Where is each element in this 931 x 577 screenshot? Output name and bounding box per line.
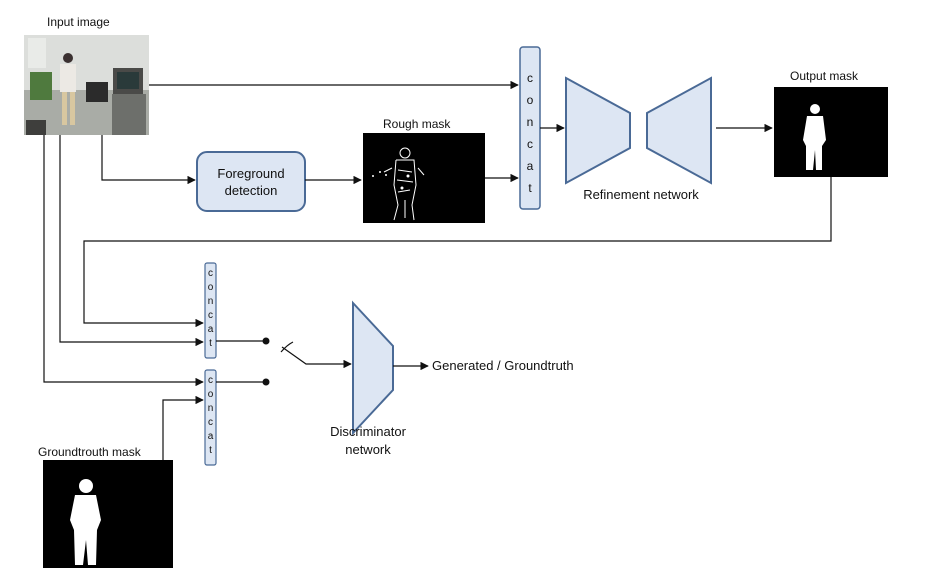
concat-bot-letter: t [209,445,212,456]
refinement-decoder [646,76,712,185]
concat-block-top: c o n c a t [519,46,541,210]
rough-mask-image [363,133,485,223]
concat-bot-letter: a [208,431,214,442]
concat-top-letter: n [527,115,534,129]
refinement-network: Refinement network [565,76,712,202]
rough-mask-label: Rough mask [383,117,451,131]
connections [43,80,832,460]
input-image [24,35,149,135]
output-mask-label: Output mask [790,69,859,83]
switch-terminal-top [262,337,270,345]
groundtruth-mask-image [43,460,173,568]
concat-mid-letter: a [208,324,214,335]
concat-top-letter: a [527,159,534,173]
output-mask-image [774,87,888,177]
concat-bot-letter: c [208,417,213,428]
discriminator-network: Discriminator network [330,300,407,457]
switch-lever [281,346,352,369]
concat-mid-letter: c [208,268,213,279]
refinement-encoder [565,76,631,185]
concat-top-letter: o [527,93,534,107]
arrow-output-to-concat-mid [83,177,832,328]
concat-top-letter: c [527,137,533,151]
concat-bot-letter: o [208,389,214,400]
generated-groundtruth-label: Generated / Groundtruth [432,358,574,373]
input-image-label: Input image [47,15,110,29]
concat-mid-letter: n [208,296,214,307]
concat-mid-letter: c [208,310,213,321]
foreground-label-line2: detection [225,183,278,198]
discriminator-label-line1: Discriminator [330,424,407,439]
arrow-input-to-concat-bot [43,135,204,387]
concat-block-bottom: c o n c a t [204,369,217,466]
concat-block-middle: c o n c a t [204,262,217,359]
concat-bot-letter: c [208,375,213,386]
arrow-input-to-concat-mid [59,135,204,347]
foreground-detection-block: Foreground detection [196,151,306,212]
concat-mid-letter: t [209,338,212,349]
concat-top-letter: c [527,71,533,85]
discriminator-label-line2: network [345,442,391,457]
switch-terminal-bottom [262,378,270,386]
concat-top-letter: t [528,181,532,195]
refinement-network-label: Refinement network [583,187,699,202]
concat-bot-letter: n [208,403,214,414]
concat-mid-letter: o [208,282,214,293]
switch-arc [280,341,294,353]
arrow-input-to-foreground [101,135,196,185]
foreground-label-line1: Foreground [217,166,284,181]
groundtruth-mask-label: Groundtrouth mask [38,445,142,459]
arrow-groundtruth-to-concat-bot [162,395,204,460]
